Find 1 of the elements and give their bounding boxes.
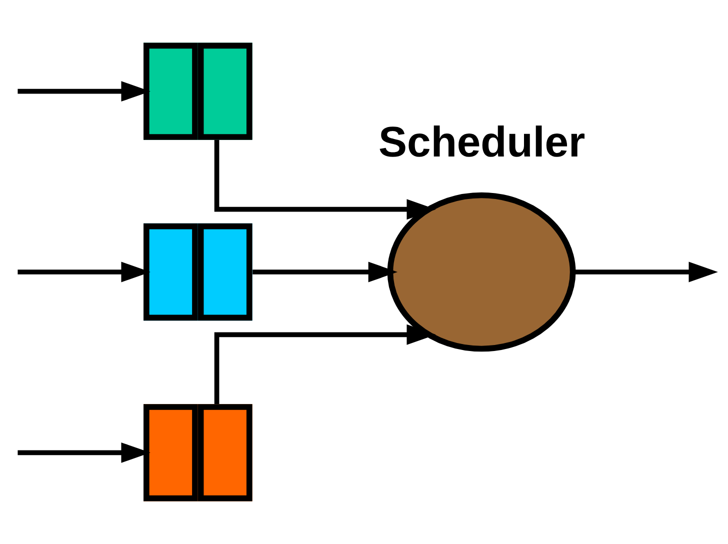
- node-label: Scheduler: [378, 118, 586, 167]
